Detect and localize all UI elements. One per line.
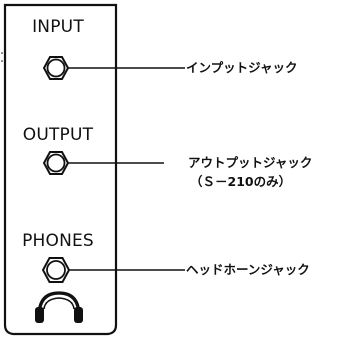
output-jack-note: （Ｓ－210のみ） bbox=[190, 174, 292, 189]
headphones-icon bbox=[35, 291, 83, 323]
input-label: INPUT bbox=[32, 17, 84, 37]
speck-mark bbox=[1, 52, 3, 54]
phones-jack-callout: ヘッドホーンジャック bbox=[186, 262, 310, 277]
hex-jack-icon bbox=[41, 257, 71, 283]
output-jack-callout: アウトプットジャック bbox=[188, 155, 313, 170]
phones-label: PHONES bbox=[22, 231, 94, 251]
hex-jack-icon bbox=[42, 56, 70, 80]
hex-jack-icon bbox=[42, 151, 70, 175]
speck-mark bbox=[1, 60, 3, 62]
output-label: OUTPUT bbox=[22, 125, 94, 145]
panel-outline bbox=[3, 3, 118, 336]
input-jack-callout: インプットジャック bbox=[186, 60, 298, 75]
